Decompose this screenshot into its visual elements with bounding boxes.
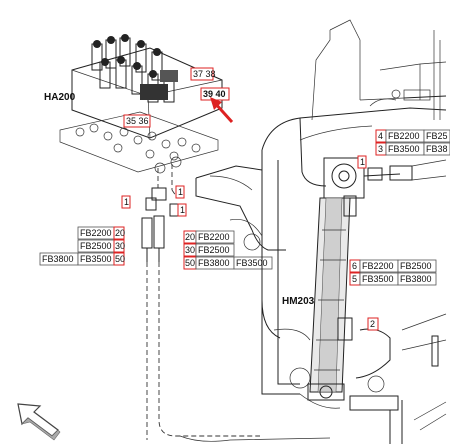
svg-text:2: 2: [370, 319, 375, 329]
svg-text:39 40: 39 40: [203, 89, 226, 99]
svg-text:FB2200: FB2200: [388, 131, 420, 141]
svg-text:30: 30: [115, 241, 125, 251]
callout-1-b: 1: [175, 185, 185, 199]
svg-text:20: 20: [115, 228, 125, 238]
svg-text:FB3500: FB3500: [80, 254, 112, 264]
valve-cartridges: [91, 34, 178, 103]
svg-text:FB2500: FB2500: [198, 245, 230, 255]
gasket-plate: [59, 111, 219, 174]
callout-1-d: 1: [357, 155, 367, 169]
svg-text:FB3500: FB3500: [362, 274, 394, 284]
svg-text:FB25: FB25: [426, 131, 448, 141]
svg-text:30: 30: [185, 245, 195, 255]
svg-text:FB3500: FB3500: [236, 258, 268, 268]
svg-text:3: 3: [378, 144, 383, 154]
svg-text:1: 1: [178, 187, 183, 197]
hose-table-mid-right: 6 FB2200 FB2500 5 FB3500 FB3800: [349, 259, 437, 286]
hydraulic-cylinder: [307, 195, 357, 401]
svg-text:FB2500: FB2500: [400, 261, 432, 271]
arrow-up-left-icon[interactable]: [17, 403, 61, 441]
svg-text:50: 50: [185, 258, 195, 268]
red-arrow-icon: [210, 97, 234, 124]
svg-text:FB38: FB38: [426, 144, 448, 154]
svg-text:FB3800: FB3800: [42, 254, 74, 264]
svg-text:FB2200: FB2200: [362, 261, 394, 271]
callout-37-38: 37 38: [190, 67, 216, 81]
hose-table-left: FB2200 20 FB2500 30 FB3800 FB3500 50: [39, 226, 125, 266]
svg-text:FB2500: FB2500: [80, 241, 112, 251]
fittings-group: [141, 187, 181, 262]
svg-text:5: 5: [352, 274, 357, 284]
svg-text:35 36: 35 36: [126, 116, 149, 126]
svg-text:FB3800: FB3800: [198, 258, 230, 268]
svg-text:6: 6: [352, 261, 357, 271]
valve-block-label: HA200: [44, 92, 76, 103]
callout-35-36: 35 36: [123, 114, 151, 128]
svg-text:20: 20: [185, 232, 195, 242]
svg-text:FB2200: FB2200: [80, 228, 112, 238]
hose-table-middle: 20 FB2200 30 FB2500 50 FB3800 FB3500: [183, 230, 273, 270]
callout-1-a: 1: [121, 195, 131, 209]
svg-text:1: 1: [124, 197, 129, 207]
svg-text:FB3800: FB3800: [400, 274, 432, 284]
hose-table-top-right: 4 FB2200 FB25 3 FB3500 FB38: [375, 129, 450, 156]
svg-text:FB2200: FB2200: [198, 232, 230, 242]
callout-1-c: 1: [177, 203, 187, 217]
callout-2: 2: [367, 317, 379, 331]
svg-text:1: 1: [180, 205, 185, 215]
valve-block-drawing: [59, 34, 223, 190]
callout-39-40: 39 40: [200, 87, 230, 101]
svg-text:37 38: 37 38: [193, 69, 216, 79]
svg-text:FB3500: FB3500: [388, 144, 420, 154]
svg-text:50: 50: [115, 254, 125, 264]
cylinder-label: HM203: [282, 296, 315, 307]
svg-text:1: 1: [360, 157, 365, 167]
svg-text:4: 4: [378, 131, 383, 141]
